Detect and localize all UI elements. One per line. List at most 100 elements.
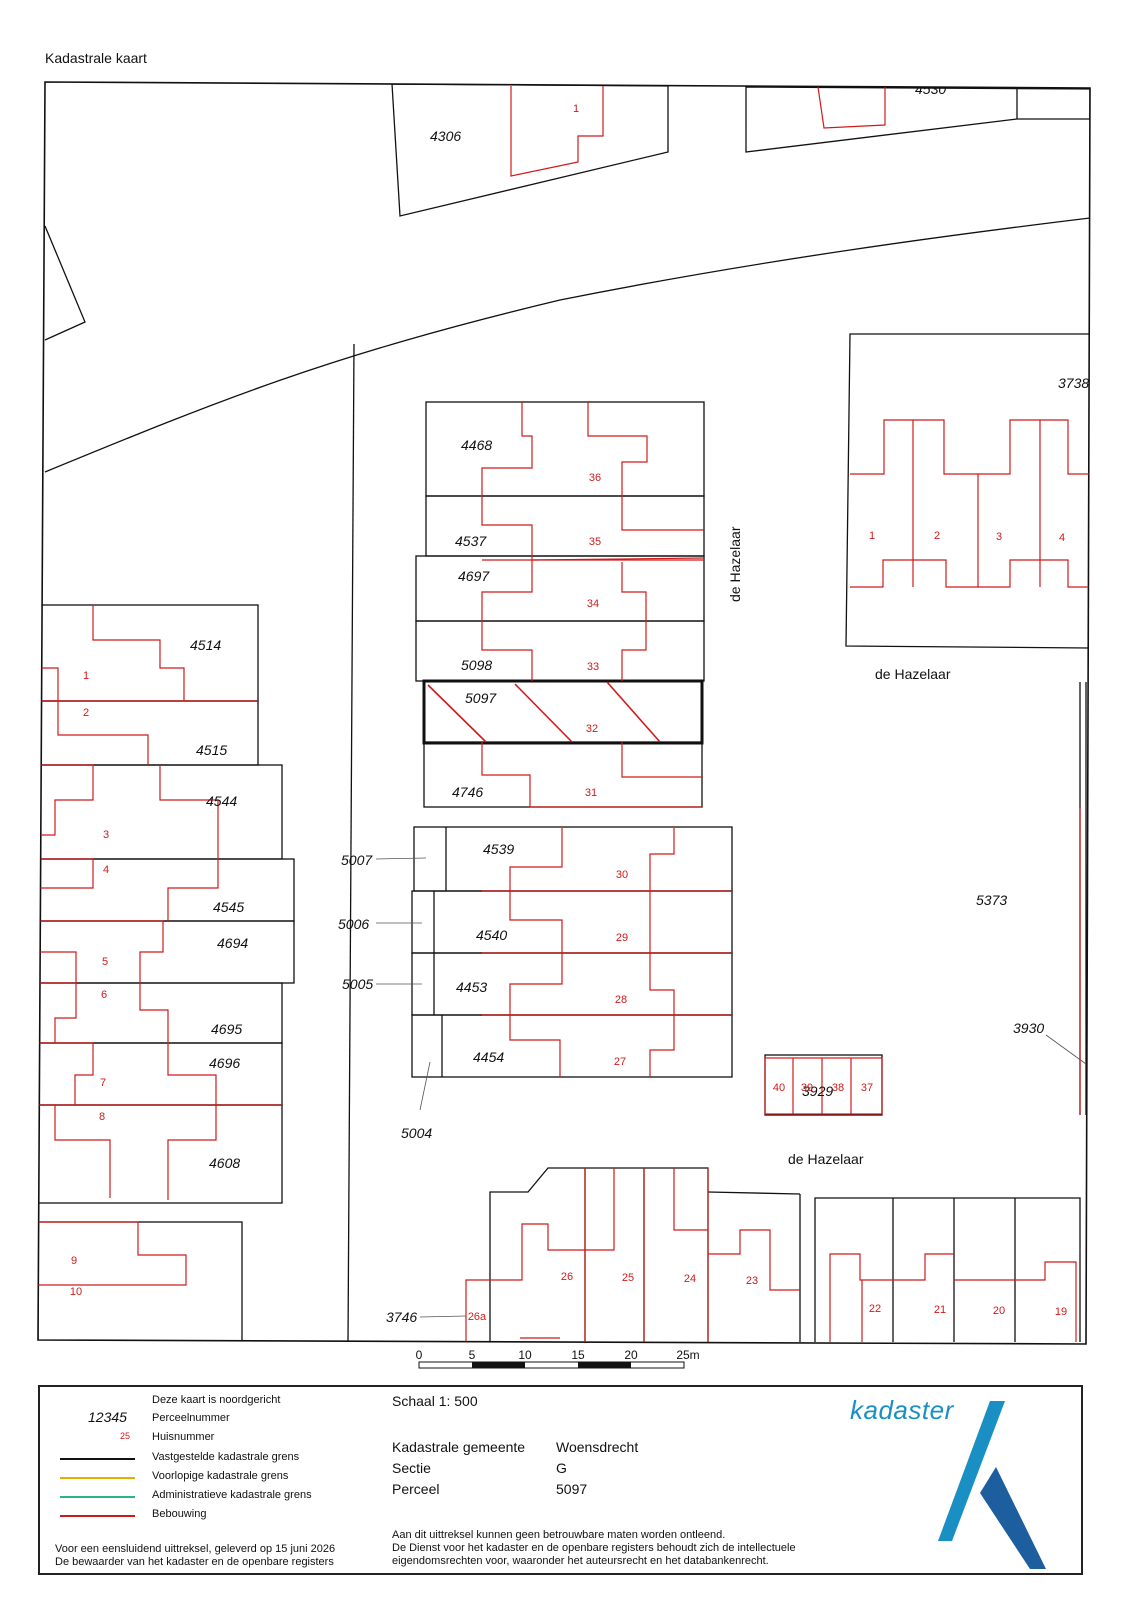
- parcel-5097: 5097: [465, 690, 497, 706]
- scale-label-0: 0: [416, 1348, 423, 1362]
- disclaimer-1: Aan dit uittreksel kunnen geen betrouwba…: [392, 1529, 726, 1541]
- disclaimer-2: De Dienst voor het kadaster en de openba…: [392, 1542, 796, 1554]
- parcel-5006: 5006: [338, 916, 369, 932]
- parcel-3738: 3738: [1058, 375, 1089, 391]
- disclaimer-3: eigendomsrechten voor, waaronder het aut…: [392, 1555, 769, 1567]
- parcel-label: Perceel: [392, 1481, 440, 1497]
- house-36: 36: [589, 472, 601, 484]
- house-30: 30: [616, 869, 628, 881]
- building-top-2: [817, 86, 886, 129]
- house-21: 21: [934, 1304, 946, 1316]
- legend-building-label: Bebouwing: [152, 1508, 207, 1520]
- building-top-1: [510, 86, 604, 177]
- highlighted-parcel-5097: [422, 679, 704, 745]
- legend-fixed-label: Vastgestelde kadastrale grens: [152, 1451, 300, 1463]
- leader-lines: [375, 857, 1087, 1318]
- house-7-left: 7: [100, 1077, 106, 1089]
- house-34: 34: [587, 598, 599, 610]
- house-19: 19: [1055, 1306, 1067, 1318]
- parcel-value: 5097: [556, 1481, 588, 1497]
- house-10-left: 10: [70, 1286, 82, 1298]
- parcel-4530-outline: [745, 86, 1090, 153]
- centre-block: [411, 401, 733, 1078]
- house-2-right: 2: [934, 530, 940, 542]
- municipality-label: Kadastrale gemeente: [392, 1439, 526, 1455]
- house-28: 28: [615, 994, 627, 1006]
- scale-label-20: 20: [624, 1348, 638, 1362]
- parcel-4694: 4694: [217, 935, 248, 951]
- house-25: 25: [622, 1272, 634, 1284]
- parcel-4515: 4515: [196, 742, 227, 758]
- scale-label-5: 5: [469, 1348, 476, 1362]
- centre-buildings: [481, 402, 732, 1077]
- parcel-4539: 4539: [483, 841, 514, 857]
- kadaster-k-logo-icon: [938, 1401, 1046, 1569]
- legend-house-label: Huisnummer: [152, 1431, 215, 1443]
- street-label-right: de Hazelaar: [875, 666, 951, 682]
- left-buildings: [38, 605, 282, 1286]
- parcel-4530: 4530: [915, 81, 946, 97]
- house-6-left: 6: [101, 989, 107, 1001]
- hatch-5097: [427, 681, 661, 743]
- parcel-4306: 4306: [430, 128, 461, 144]
- bottom-buildings: [465, 1168, 1077, 1342]
- scale-label-25m: 25m: [676, 1348, 699, 1362]
- house-3-right: 3: [996, 531, 1002, 543]
- legend-parcel-sample: 12345: [88, 1409, 127, 1425]
- extract-line-2: De bewaarder van het kadaster en de open…: [55, 1556, 334, 1568]
- house-31: 31: [585, 787, 597, 799]
- section-label: Sectie: [392, 1460, 431, 1476]
- scale-bar: 0 5 10 15 20 25m: [416, 1348, 700, 1369]
- extract-line-1: Voor een eensluidend uittreksel, gelever…: [55, 1543, 336, 1555]
- house-33: 33: [587, 661, 599, 673]
- house-4-right: 4: [1059, 532, 1065, 544]
- house-23: 23: [746, 1275, 758, 1287]
- house-4-left: 4: [103, 864, 109, 876]
- house-5-left: 5: [102, 956, 108, 968]
- parcel-5004: 5004: [401, 1125, 432, 1141]
- house-32: 32: [586, 723, 598, 735]
- parcel-4537: 4537: [455, 533, 487, 549]
- house-1-top: 1: [573, 103, 579, 115]
- legend-north: Deze kaart is noordgericht: [152, 1394, 281, 1406]
- kadaster-brand: kadaster: [850, 1395, 954, 1425]
- parcel-4746: 4746: [452, 784, 483, 800]
- parcel-4453: 4453: [456, 979, 487, 995]
- legend-provisional-label: Voorlopige kadastrale grens: [152, 1470, 289, 1482]
- legend-line-admin: [60, 1496, 135, 1498]
- bottom-block: [489, 1167, 1081, 1342]
- parcel-4468: 4468: [461, 437, 492, 453]
- parcel-3929: 3929: [802, 1083, 833, 1099]
- legend-line-fixed: [60, 1458, 135, 1460]
- legend-line-building: [60, 1515, 135, 1517]
- road-boundary-upper: [44, 217, 1090, 473]
- parcel-5007: 5007: [341, 852, 373, 868]
- house-29: 29: [616, 932, 628, 944]
- house-numbers: 1 36 35 34 33 32 31 30 29 28 27 1 2 3 4 …: [70, 103, 1067, 1323]
- parcel-5098: 5098: [461, 657, 492, 673]
- house-24: 24: [684, 1273, 696, 1285]
- right-block: [845, 333, 1090, 1115]
- house-20: 20: [993, 1305, 1005, 1317]
- house-40: 40: [773, 1082, 785, 1094]
- scale-label-10: 10: [518, 1348, 532, 1362]
- legend-parcel-label: Perceelnummer: [152, 1412, 230, 1424]
- section-value: G: [556, 1460, 567, 1476]
- street-label-vertical: de Hazelaar: [727, 526, 743, 602]
- parcel-4544: 4544: [206, 793, 237, 809]
- parcel-4454: 4454: [473, 1049, 504, 1065]
- street-label-bottom: de Hazelaar: [788, 1151, 864, 1167]
- parcel-5005: 5005: [342, 976, 373, 992]
- municipality-value: Woensdrecht: [556, 1439, 639, 1455]
- house-8-left: 8: [99, 1111, 105, 1123]
- parcel-4306-outline: [391, 83, 669, 217]
- legend-line-provisional: [60, 1477, 135, 1479]
- legend-house-sample: 25: [120, 1431, 131, 1441]
- house-35: 35: [589, 536, 601, 548]
- parcel-4695: 4695: [211, 1021, 242, 1037]
- house-1-left: 1: [83, 670, 89, 682]
- house-39: 39: [801, 1082, 813, 1094]
- house-37: 37: [861, 1082, 873, 1094]
- parcel-5373: 5373: [976, 892, 1007, 908]
- house-1-right: 1: [869, 530, 875, 542]
